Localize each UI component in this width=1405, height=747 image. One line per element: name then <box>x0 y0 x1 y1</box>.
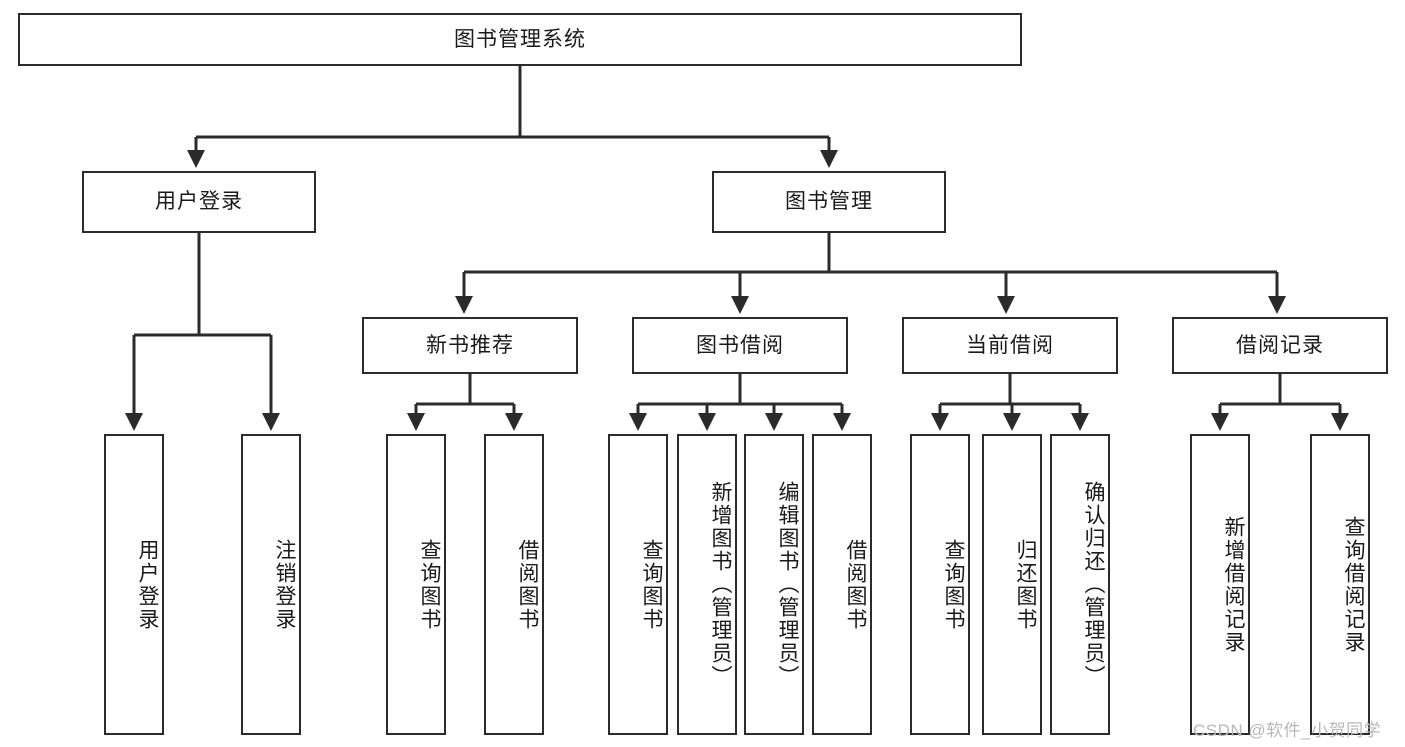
node-label-leaf-user-logout: 注销登录 <box>273 538 296 631</box>
watermark: CSDN @软件_小贺同学 <box>1193 721 1382 740</box>
arrow-leaf-user-login-head <box>125 413 143 431</box>
node-leaf-borrow-edit-book[interactable]: 编辑图书（管理员） <box>744 434 804 735</box>
node-label-leaf-user-login: 用户登录 <box>136 538 159 631</box>
arrow-leaf-record-query-head <box>1331 413 1349 431</box>
arrow-leaf-borrow-query-head <box>629 413 647 431</box>
node-leaf-borrow-query-book[interactable]: 查询图书 <box>608 434 668 735</box>
node-label-leaf-rec-query-book: 查询图书 <box>418 538 441 631</box>
node-book-borrow[interactable]: 图书借阅 <box>632 317 848 374</box>
arrow-leaf-current-query-head <box>931 413 949 431</box>
node-leaf-rec-borrow-book[interactable]: 借阅图书 <box>484 434 544 735</box>
node-label-leaf-borrow-edit-book: 编辑图书（管理员） <box>776 481 799 688</box>
node-label-user-login: 用户登录 <box>155 190 243 214</box>
node-label-leaf-record-query: 查询借阅记录 <box>1342 515 1365 654</box>
node-label-leaf-borrow-add-book: 新增图书（管理员） <box>709 481 732 688</box>
arrow-leaf-borrow-edit-head <box>765 413 783 431</box>
node-label-leaf-rec-borrow-book: 借阅图书 <box>516 538 539 631</box>
arrow-book-manage-head <box>820 150 838 168</box>
node-root[interactable]: 图书管理系统 <box>18 13 1022 66</box>
node-leaf-record-add[interactable]: 新增借阅记录 <box>1190 434 1250 735</box>
node-label-leaf-current-confirm-return: 确认归还（管理员） <box>1082 481 1105 688</box>
node-leaf-borrow-borrow-book[interactable]: 借阅图书 <box>812 434 872 735</box>
node-leaf-record-query[interactable]: 查询借阅记录 <box>1310 434 1370 735</box>
node-label-leaf-borrow-borrow-book: 借阅图书 <box>844 538 867 631</box>
arrow-leaf-rec-borrow-head <box>505 413 523 431</box>
node-leaf-current-confirm-return[interactable]: 确认归还（管理员） <box>1050 434 1110 735</box>
arrow-borrow-record-head <box>1268 296 1286 314</box>
node-user-login[interactable]: 用户登录 <box>82 171 316 233</box>
node-label-root: 图书管理系统 <box>454 27 586 51</box>
node-label-leaf-current-return-book: 归还图书 <box>1014 538 1037 631</box>
arrow-user-login-head <box>187 150 205 168</box>
node-label-borrow-record: 借阅记录 <box>1236 333 1324 357</box>
node-leaf-user-logout[interactable]: 注销登录 <box>241 434 301 735</box>
node-label-leaf-record-add: 新增借阅记录 <box>1222 515 1245 654</box>
arrow-current-borrow-head <box>997 296 1015 314</box>
arrow-new-book-rec-head <box>455 296 473 314</box>
node-label-leaf-borrow-query-book: 查询图书 <box>640 538 663 631</box>
arrow-book-borrow-head <box>731 296 749 314</box>
node-borrow-record[interactable]: 借阅记录 <box>1172 317 1388 374</box>
node-leaf-user-login[interactable]: 用户登录 <box>104 434 164 735</box>
node-new-book-rec[interactable]: 新书推荐 <box>362 317 578 374</box>
node-label-leaf-current-query-book: 查询图书 <box>942 538 965 631</box>
node-label-current-borrow: 当前借阅 <box>966 333 1054 357</box>
node-label-book-borrow: 图书借阅 <box>696 333 784 357</box>
arrow-leaf-borrow-add-head <box>698 413 716 431</box>
node-label-new-book-rec: 新书推荐 <box>426 333 514 357</box>
node-leaf-current-query-book[interactable]: 查询图书 <box>910 434 970 735</box>
node-leaf-current-return-book[interactable]: 归还图书 <box>982 434 1042 735</box>
arrow-leaf-current-confirm-head <box>1071 413 1089 431</box>
arrow-leaf-rec-query-head <box>407 413 425 431</box>
node-leaf-rec-query-book[interactable]: 查询图书 <box>386 434 446 735</box>
arrow-leaf-borrow-borrow-head <box>833 413 851 431</box>
node-leaf-borrow-add-book[interactable]: 新增图书（管理员） <box>677 434 737 735</box>
node-book-manage[interactable]: 图书管理 <box>712 171 946 233</box>
arrow-leaf-current-return-head <box>1003 413 1021 431</box>
arrow-leaf-user-logout-head <box>262 413 280 431</box>
node-label-book-manage: 图书管理 <box>785 190 873 214</box>
arrow-leaf-record-add-head <box>1211 413 1229 431</box>
node-current-borrow[interactable]: 当前借阅 <box>902 317 1118 374</box>
